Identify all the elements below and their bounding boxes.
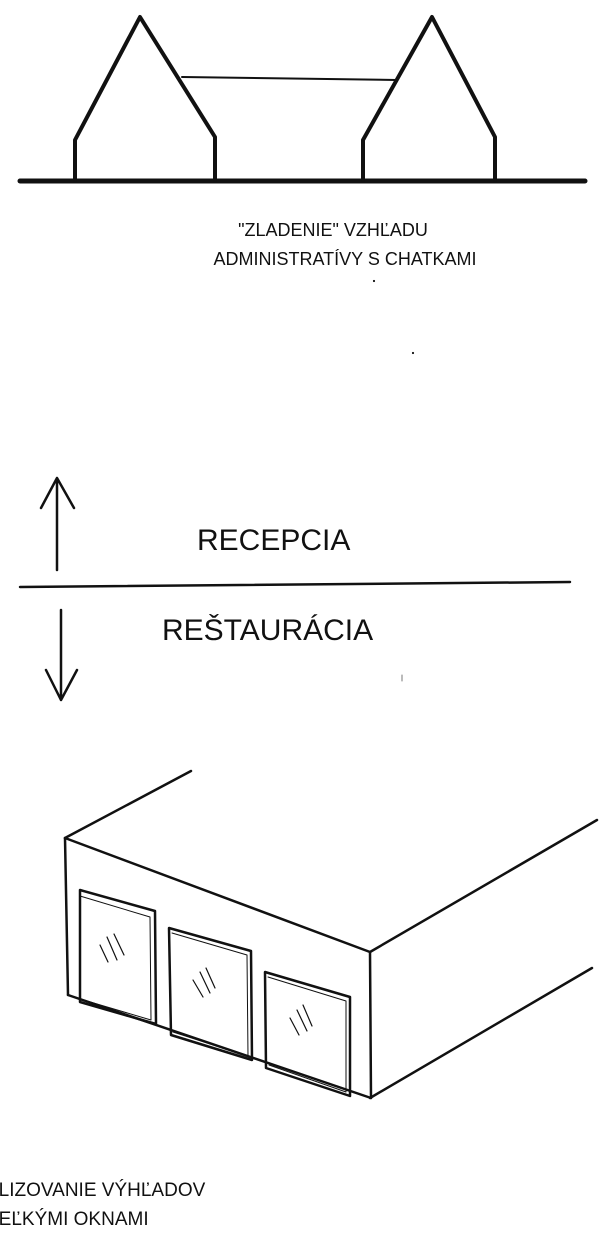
restaurant-building	[63, 769, 599, 1100]
window-1	[78, 888, 158, 1026]
window-2	[167, 926, 254, 1062]
glass-reflection-marks	[99, 933, 313, 1036]
connecting-roof-line	[181, 76, 398, 81]
cabins-caption-line-1: "ZLADENIE" VZHĽADU	[238, 220, 428, 240]
window-3	[263, 970, 352, 1098]
restaurant-label: REŠTAURÁCIA	[162, 614, 374, 647]
right-cabin-outline	[361, 15, 497, 182]
restaurant-caption-line-2: VEĽKÝMI OKNAMI	[0, 1209, 149, 1230]
left-cabin-outline	[73, 15, 217, 182]
stray-mark	[372, 279, 376, 283]
cabins-caption-line-2: ADMINISTRATÍVY S CHATKAMI	[213, 249, 477, 269]
down-arrow-icon	[44, 608, 79, 702]
reception-label: RECEPCIA	[197, 524, 351, 557]
up-arrow-icon	[39, 476, 76, 572]
restaurant-caption-line-1: ALIZOVANIE VÝHĽADOV	[0, 1180, 206, 1201]
divider-line	[18, 580, 572, 589]
stray-mark	[411, 351, 415, 355]
